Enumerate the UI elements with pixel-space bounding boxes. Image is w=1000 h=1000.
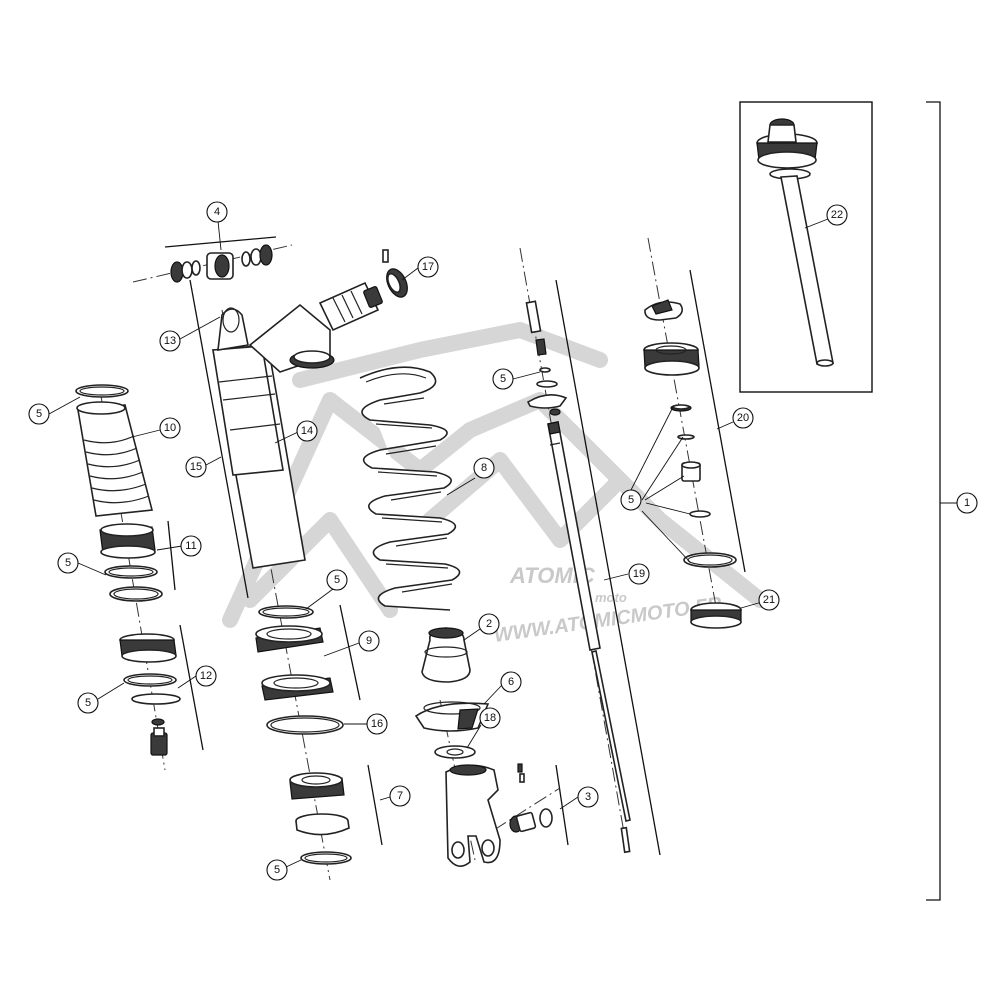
- watermark-logo: ATOMIC moto WWW.ATOMICMOTO.FR: [222, 322, 768, 647]
- callout-1: 1: [956, 492, 978, 514]
- callout-15: 15: [185, 456, 207, 478]
- callout-19: 19: [628, 563, 650, 585]
- svg-text:10: 10: [164, 422, 176, 434]
- callout-14: 14: [296, 420, 318, 442]
- svg-text:5: 5: [334, 574, 340, 586]
- callout-12: 12: [195, 665, 217, 687]
- svg-text:16: 16: [371, 718, 383, 730]
- svg-text:21: 21: [763, 594, 775, 606]
- svg-text:5: 5: [65, 557, 71, 569]
- svg-text:5: 5: [36, 408, 42, 420]
- callout-11: 11: [180, 535, 202, 557]
- callout-6: 6: [500, 671, 522, 693]
- o-ring-5g: [689, 510, 711, 518]
- callout-5d: 5: [326, 569, 348, 591]
- callout-5a: 5: [28, 403, 50, 425]
- callout-22: 22: [826, 204, 848, 226]
- spring-adjuster-stack: [255, 605, 352, 865]
- piston-stack-20: [643, 299, 742, 629]
- lock-nut-9a: [255, 625, 323, 643]
- svg-text:5: 5: [274, 864, 280, 876]
- damper-body: [212, 303, 335, 569]
- callout-21: 21: [758, 589, 780, 611]
- spring-seat-7: [289, 772, 343, 788]
- coil-spring-8: [359, 366, 461, 611]
- callout-8: 8: [473, 457, 495, 479]
- callout-16: 16: [366, 713, 388, 735]
- callout-5b: 5: [57, 552, 79, 574]
- svg-text:20: 20: [737, 412, 749, 424]
- bushing-set-4: [170, 244, 273, 283]
- svg-text:5: 5: [628, 494, 634, 506]
- callout-17: 17: [417, 256, 439, 278]
- compression-adjuster-17: [318, 249, 408, 332]
- group-lines: [164, 101, 941, 901]
- svg-text:13: 13: [164, 335, 176, 347]
- callout-13: 13: [159, 330, 181, 352]
- callout-18: 18: [479, 707, 501, 729]
- watermark-sub: moto: [595, 590, 627, 605]
- svg-text:7: 7: [397, 790, 403, 802]
- svg-text:2: 2: [486, 618, 492, 630]
- washer-18: [434, 745, 476, 759]
- callout-9: 9: [358, 630, 380, 652]
- svg-text:6: 6: [508, 676, 514, 688]
- svg-text:5: 5: [85, 697, 91, 709]
- svg-text:15: 15: [190, 461, 202, 473]
- bump-stop-and-clevis: [414, 627, 553, 867]
- leader-lines: [48, 218, 957, 868]
- callout-5g: 5: [620, 489, 642, 511]
- washer-16: [266, 715, 344, 735]
- callout-4: 4: [206, 201, 228, 223]
- svg-text:18: 18: [484, 712, 496, 724]
- svg-text:5: 5: [500, 373, 506, 385]
- svg-text:3: 3: [585, 791, 591, 803]
- callout-20: 20: [732, 407, 754, 429]
- svg-text:17: 17: [422, 261, 434, 273]
- svg-text:14: 14: [301, 425, 313, 437]
- shaft-assembly-box-22: [739, 101, 873, 393]
- svg-text:1: 1: [964, 497, 970, 509]
- svg-text:11: 11: [185, 540, 196, 552]
- callout-10: 10: [159, 417, 181, 439]
- callout-5f: 5: [492, 368, 514, 390]
- svg-text:12: 12: [200, 670, 212, 682]
- damper-body-14: [212, 345, 284, 476]
- lock-nut-9b: [261, 674, 331, 692]
- reservoir-parts: [75, 384, 181, 756]
- svg-text:22: 22: [831, 209, 843, 221]
- svg-text:9: 9: [366, 635, 372, 647]
- top-eye-13: [217, 308, 249, 351]
- callout-3: 3: [577, 786, 599, 808]
- callout-5e: 5: [266, 859, 288, 881]
- shaft-assembly-19: [525, 300, 631, 854]
- callout-5c: 5: [77, 692, 99, 714]
- callout-7: 7: [389, 785, 411, 807]
- svg-text:4: 4: [214, 206, 220, 218]
- callouts: 4 17 13 5 10 14 15 8 11 5 5 2 9 12 6 5 1…: [28, 201, 978, 881]
- svg-text:8: 8: [481, 462, 487, 474]
- spring-cup-6: [414, 702, 490, 732]
- svg-text:19: 19: [633, 568, 645, 580]
- o-ring-5f: [539, 367, 551, 373]
- callout-2: 2: [478, 613, 500, 635]
